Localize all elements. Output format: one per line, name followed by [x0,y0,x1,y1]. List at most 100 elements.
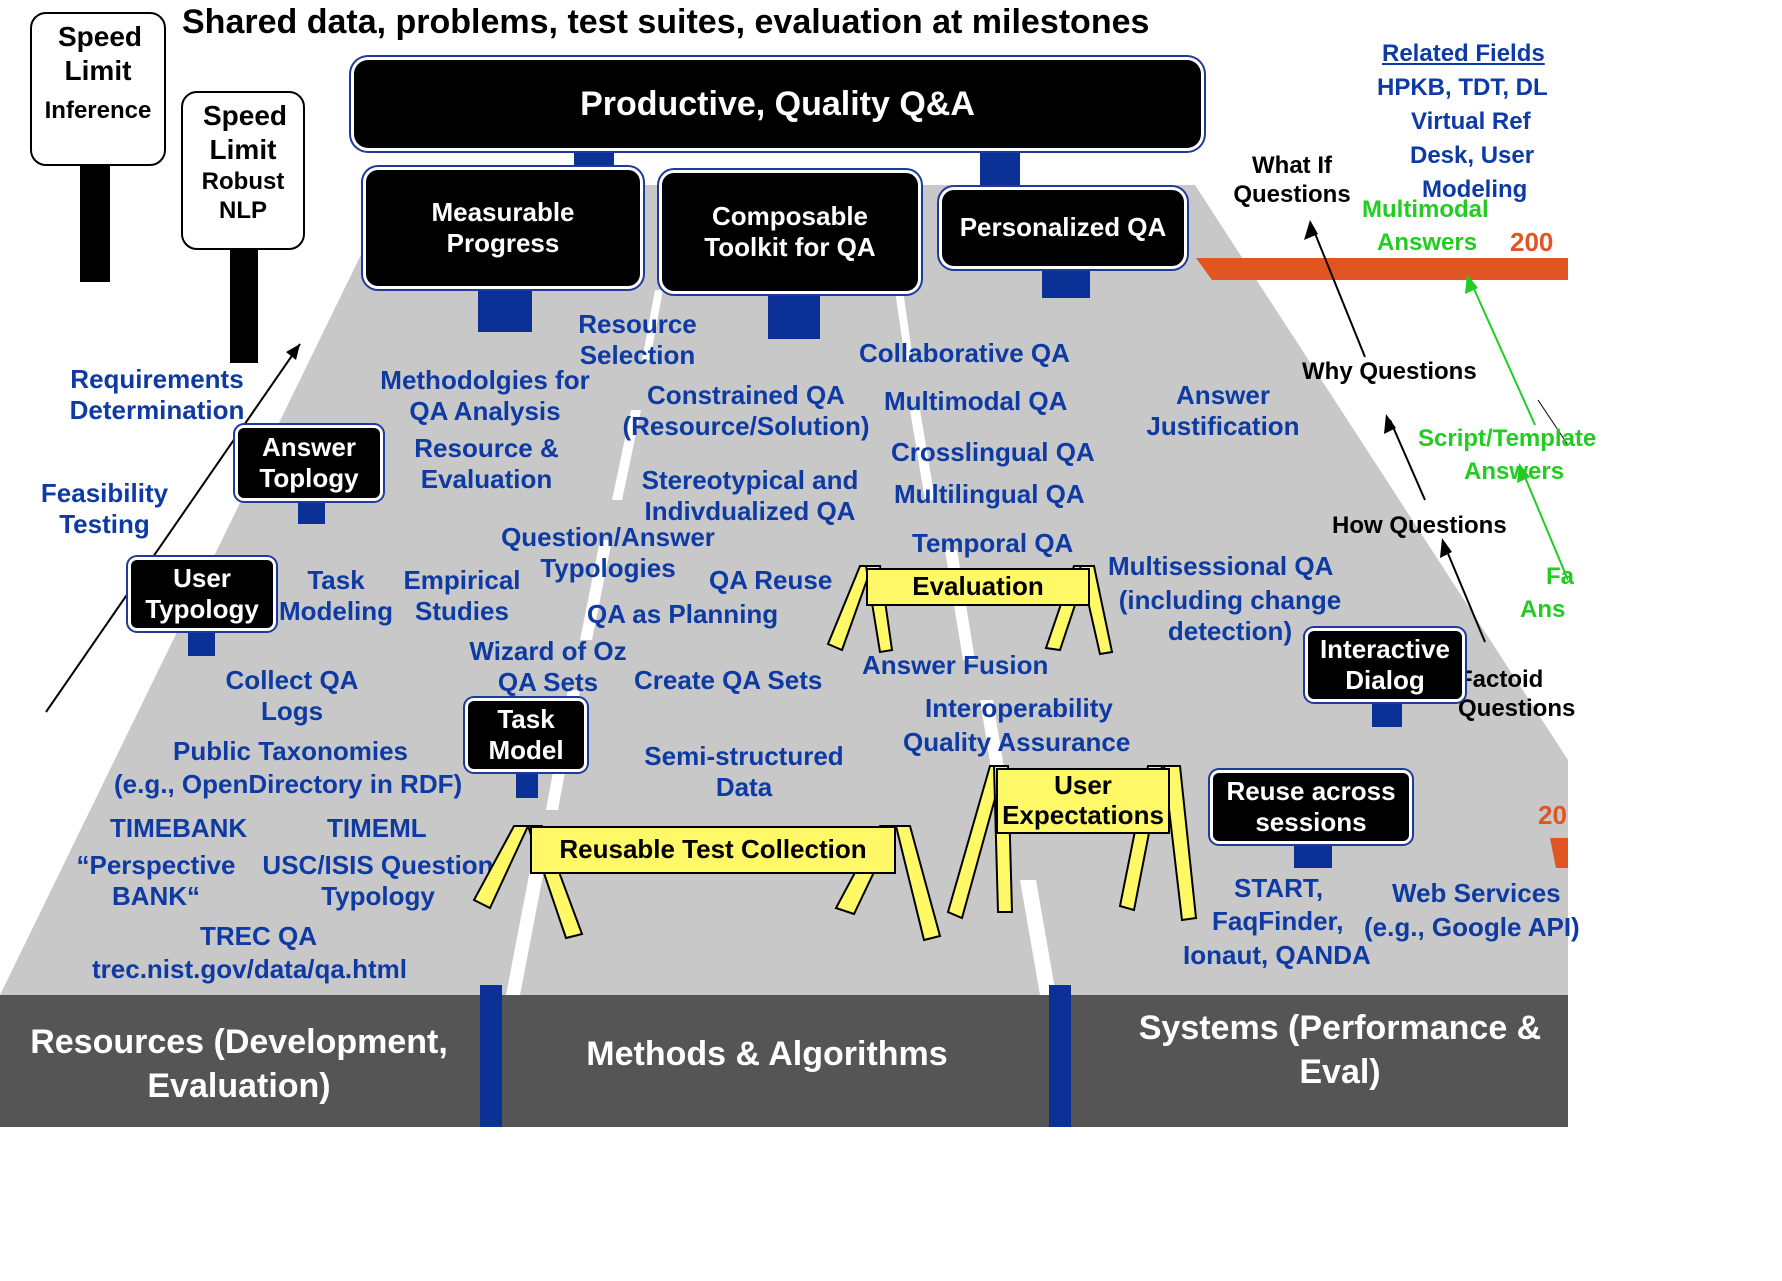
related-line-1: HPKB, TDT, DL [1377,74,1548,101]
green-script: Script/Template [1418,425,1597,452]
constrained-qa: Constrained QA (Resource/Solution) [622,380,870,442]
barrier-user-expectations: User Expectations [996,768,1170,834]
goal-sign-measurable-progress: Measurable Progress [366,170,640,286]
footer-post-left [480,985,502,1127]
green-arrow-upper [1469,279,1536,426]
task-modeling: Task Modeling [278,565,394,627]
green-script-answers: Answers [1464,458,1565,485]
footer-methods: Methods & Algorithms [586,1035,948,1073]
why-questions: Why Questions [1302,358,1477,385]
post-reuse [1294,842,1332,868]
goal-sign-personalized-qa: Personalized QA [942,190,1184,266]
multilingual-qa: Multilingual QA [894,479,1085,509]
qa-typologies: Question/Answer Typologies [501,522,715,584]
stereotypical-qa: Stereotypical and Indivdualized QA [641,465,859,527]
timeml: TIMEML [327,813,427,843]
left-diagonal-arrow [45,343,301,713]
green-answers: Answers [1377,229,1478,256]
how-questions: How Questions [1332,512,1507,539]
footer-resources: Resources (Development, Evaluation) [30,1023,448,1106]
resource-selection: Resource Selection [578,309,697,371]
semi-structured-data: Semi-structured Data [644,741,844,803]
speed-limit-sign-robust-nlp: Speed Limit Robust NLP [181,91,305,250]
post-task-model [516,770,538,798]
quality-assurance: Quality Assurance [903,727,1131,757]
speed-limit-sign-inference: Speed Limit Inference [30,12,166,166]
timebank: TIMEBANK [110,813,248,843]
arrow-what-if [1311,225,1366,358]
footer-post-right [1049,985,1071,1127]
answer-justification: Answer Justification [1146,380,1300,442]
wizard-of-oz: Wizard of Oz QA Sets [469,636,627,698]
green-fa: Fa [1546,563,1575,590]
ionaut-qanda: Ionaut, QANDA [1183,940,1371,970]
barrier-reusable-test-collection: Reusable Test Collection [530,826,896,874]
main-sign: Productive, Quality Q&A [354,60,1201,148]
post-user-typology [188,628,215,656]
related-heading: Related Fields [1382,40,1545,67]
feasibility-testing: Feasibility Testing [40,478,169,540]
post-interactive-dialog [1372,700,1402,727]
speed-sign-sub: Inference [44,97,152,125]
arrow-how [1443,543,1486,643]
requirements-determination: Requirements Determination [69,364,245,426]
faqfinder: FaqFinder, [1212,906,1344,936]
collaborative-qa: Collaborative QA [859,338,1070,368]
goal-post-1 [478,290,532,332]
multimodal-qa: Multimodal QA [884,386,1068,416]
goal-post-3 [1042,268,1090,298]
speed-sign-title: Speed Limit [58,21,143,86]
barrier-evaluation: Evaluation [866,568,1090,606]
related-line-4: Modeling [1422,176,1528,203]
goal-post-2 [768,295,820,339]
green-ans: Ans [1520,596,1566,623]
factoid-questions: Factoid Questions [1458,666,1576,722]
orange-year-top: 200 [1510,227,1554,257]
sign-reuse-across-sessions: Reuse across sessions [1213,773,1409,841]
web-services: Web Services [1392,878,1561,908]
change-detection: (including change detection) [1118,585,1342,647]
speed-sign-title: Speed Limit [203,100,288,165]
orange-band-top [1196,258,1568,280]
multisessional-qa: Multisessional QA [1108,551,1334,581]
qa-reuse: QA Reuse [709,565,833,595]
orange-year-bottom: 20 [1538,800,1567,830]
crosslingual-qa: Crosslingual QA [891,437,1095,467]
green-arrow-lower [1521,469,1568,581]
orange-band-bottom [1550,838,1568,868]
speed-sign-post-1 [80,165,110,282]
related-line-2: Virtual Ref [1411,108,1531,135]
sign-answer-topology: Answer Toplogy [238,428,380,498]
methodologies: Methodolgies for QA Analysis [380,365,590,427]
interoperability: Interoperability [925,693,1113,723]
start: START, [1234,873,1324,903]
sign-user-typology: User Typology [131,560,273,628]
top-title: Shared data, problems, test suites, eval… [182,3,1150,41]
goal-sign-composable-toolkit: Composable Toolkit for QA [662,173,918,291]
footer-systems: Systems (Performance & Eval) [1138,1009,1542,1092]
trec-qa: TREC QA [200,921,317,951]
main-sign-post-right [980,148,1020,186]
barrier-legs [472,565,1198,942]
sign-task-model: Task Model [468,701,584,769]
sign-interactive-dialog: Interactive Dialog [1308,631,1462,699]
post-answer-topology [298,498,325,524]
green-multimodal: Multimodal [1362,196,1489,223]
arrow-why [1389,419,1426,501]
open-directory: (e.g., OpenDirectory in RDF) [114,769,463,799]
empirical-studies: Empirical Studies [403,565,521,627]
related-line-3: Desk, User [1410,142,1535,169]
what-if-questions: What If Questions [1233,152,1351,208]
usc-isis-typology: USC/ISIS Question Typology [262,850,494,912]
speed-sign-post-2 [230,248,258,363]
google-api: (e.g., Google API) [1364,912,1580,942]
footer-bar [0,995,1568,1127]
public-taxonomies: Public Taxonomies [173,736,409,766]
answer-fusion: Answer Fusion [862,650,1049,680]
create-qa-sets: Create QA Sets [634,665,823,695]
qa-as-planning: QA as Planning [587,599,779,629]
resource-evaluation: Resource & Evaluation [414,433,559,495]
trec-url: trec.nist.gov/data/qa.html [92,954,407,984]
speed-sign-sub: Robust NLP [201,168,285,224]
collect-qa-logs: Collect QA Logs [225,665,359,727]
